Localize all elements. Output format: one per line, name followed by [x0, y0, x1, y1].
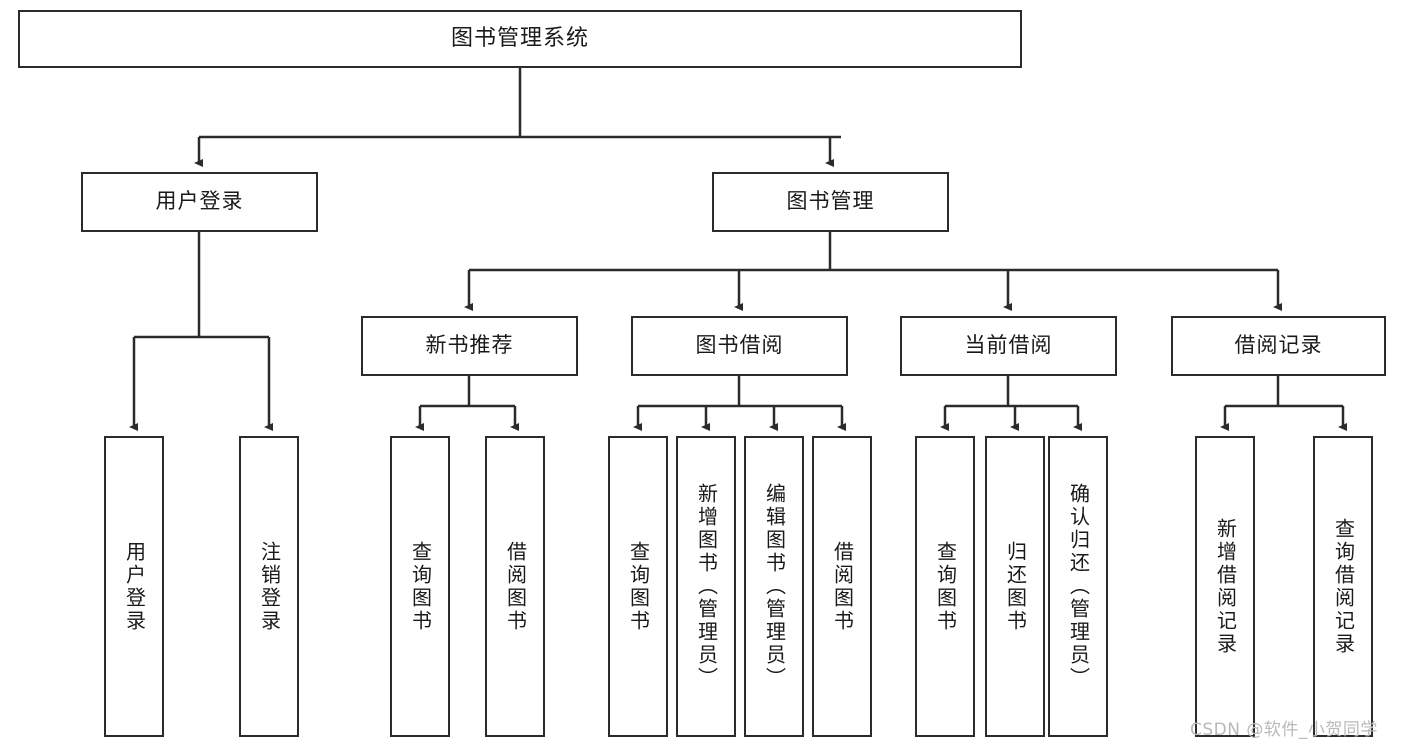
- leaf-nb-borrow-book[interactable]: 借阅图书: [485, 436, 545, 737]
- leaf-user-login[interactable]: 用户登录: [104, 436, 164, 737]
- leaf-cb-confirm-return-label: 确认归还（管理员）: [1066, 483, 1091, 690]
- leaf-bb-borrow-book-label: 借阅图书: [830, 540, 855, 633]
- node-book-borrow[interactable]: 图书借阅: [631, 316, 848, 376]
- leaf-cb-confirm-return[interactable]: 确认归还（管理员）: [1048, 436, 1108, 737]
- leaf-nb-query-book[interactable]: 查询图书: [390, 436, 450, 737]
- leaf-cb-return-book-label: 归还图书: [1003, 540, 1028, 633]
- node-new-book-recommend-label: 新书推荐: [425, 333, 514, 358]
- leaf-bb-borrow-book[interactable]: 借阅图书: [812, 436, 872, 737]
- leaf-bb-edit-book-label: 编辑图书（管理员）: [762, 483, 787, 690]
- node-current-borrow[interactable]: 当前借阅: [900, 316, 1117, 376]
- leaf-nb-query-book-label: 查询图书: [408, 540, 433, 633]
- leaf-br-add-record[interactable]: 新增借阅记录: [1195, 436, 1255, 737]
- leaf-user-login-label: 用户登录: [122, 540, 147, 633]
- node-root-system[interactable]: 图书管理系统: [18, 10, 1022, 68]
- leaf-cb-return-book[interactable]: 归还图书: [985, 436, 1045, 737]
- leaf-br-query-record-label: 查询借阅记录: [1331, 517, 1356, 656]
- leaf-bb-add-book[interactable]: 新增图书（管理员）: [676, 436, 736, 737]
- node-new-book-recommend[interactable]: 新书推荐: [361, 316, 578, 376]
- leaf-bb-edit-book[interactable]: 编辑图书（管理员）: [744, 436, 804, 737]
- leaf-cb-query-book-label: 查询图书: [933, 540, 958, 633]
- node-borrow-record-label: 借阅记录: [1234, 333, 1323, 358]
- leaf-logout-label: 注销登录: [257, 540, 282, 633]
- node-book-manage-label: 图书管理: [786, 189, 875, 214]
- leaf-br-query-record[interactable]: 查询借阅记录: [1313, 436, 1373, 737]
- leaf-bb-query-book-label: 查询图书: [626, 540, 651, 633]
- node-user-login[interactable]: 用户登录: [81, 172, 318, 232]
- leaf-logout[interactable]: 注销登录: [239, 436, 299, 737]
- leaf-br-add-record-label: 新增借阅记录: [1213, 517, 1238, 656]
- node-current-borrow-label: 当前借阅: [964, 333, 1053, 358]
- node-root-label: 图书管理系统: [450, 25, 589, 51]
- node-user-login-label: 用户登录: [155, 189, 244, 214]
- node-borrow-record[interactable]: 借阅记录: [1171, 316, 1386, 376]
- node-book-borrow-label: 图书借阅: [695, 333, 784, 358]
- csdn-watermark: CSDN @软件_小贺同学: [1190, 720, 1378, 740]
- leaf-bb-add-book-label: 新增图书（管理员）: [694, 483, 719, 690]
- node-book-manage[interactable]: 图书管理: [712, 172, 949, 232]
- leaf-cb-query-book[interactable]: 查询图书: [915, 436, 975, 737]
- leaf-bb-query-book[interactable]: 查询图书: [608, 436, 668, 737]
- leaf-nb-borrow-book-label: 借阅图书: [503, 540, 528, 633]
